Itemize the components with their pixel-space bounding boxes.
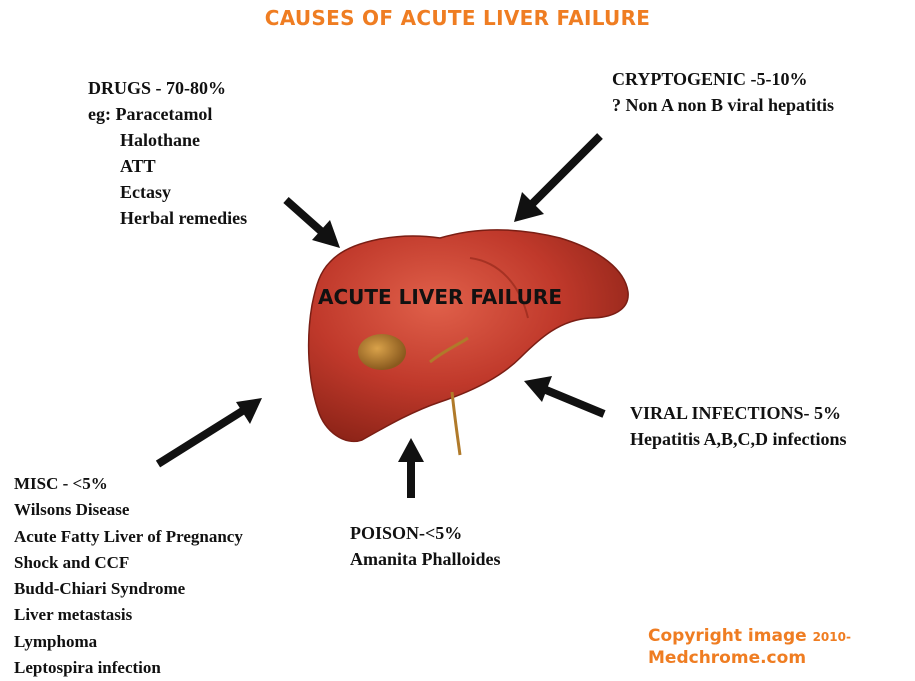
misc-item: Budd-Chiari Syndrome (14, 576, 243, 602)
gallbladder (358, 334, 406, 370)
copyright-label: Copyright image (648, 626, 807, 646)
misc-item: Lymphoma (14, 629, 243, 655)
misc-cause-block: MISC - <5% Wilsons Disease Acute Fatty L… (14, 471, 243, 681)
cryptogenic-cause-block: CRYPTOGENIC -5-10% ? Non A non B viral h… (612, 66, 834, 118)
misc-item: Shock and CCF (14, 550, 243, 576)
poison-cause-block: POISON-<5% Amanita Phalloides (350, 520, 501, 572)
liver-shape (309, 230, 629, 455)
drug-item: Halothane (88, 127, 247, 153)
copyright-notice: Copyright image 2010- Medchrome.com (648, 626, 851, 669)
arrow-cryptogenic (514, 136, 600, 222)
copyright-year: 2010- (813, 630, 851, 644)
drugs-cause-block: DRUGS - 70-80% eg: Paracetamol Halothane… (88, 75, 247, 231)
misc-item: Wilsons Disease (14, 497, 243, 523)
misc-item: Liver metastasis (14, 602, 243, 628)
arrow-misc (158, 398, 262, 464)
arrow-poison (398, 438, 424, 498)
viral-detail: Hepatitis A,B,C,D infections (630, 426, 847, 452)
poison-detail: Amanita Phalloides (350, 546, 501, 572)
cryptogenic-detail: ? Non A non B viral hepatitis (612, 92, 834, 118)
center-label: ACUTE LIVER FAILURE (318, 285, 618, 309)
drugs-intro: eg: Paracetamol (88, 101, 247, 127)
viral-cause-block: VIRAL INFECTIONS- 5% Hepatitis A,B,C,D i… (630, 400, 847, 452)
poison-heading: POISON-<5% (350, 520, 501, 546)
misc-item: Leptospira infection (14, 655, 243, 681)
drugs-heading: DRUGS - 70-80% (88, 75, 247, 101)
arrow-drugs (286, 200, 340, 248)
drug-item: Herbal remedies (88, 205, 247, 231)
drug-item: ATT (88, 153, 247, 179)
misc-item: Acute Fatty Liver of Pregnancy (14, 524, 243, 550)
viral-heading: VIRAL INFECTIONS- 5% (630, 400, 847, 426)
misc-heading: MISC - <5% (14, 471, 243, 497)
cryptogenic-heading: CRYPTOGENIC -5-10% (612, 66, 834, 92)
drug-item: Ectasy (88, 179, 247, 205)
copyright-site: Medchrome.com (648, 648, 851, 669)
arrow-viral (524, 376, 604, 414)
